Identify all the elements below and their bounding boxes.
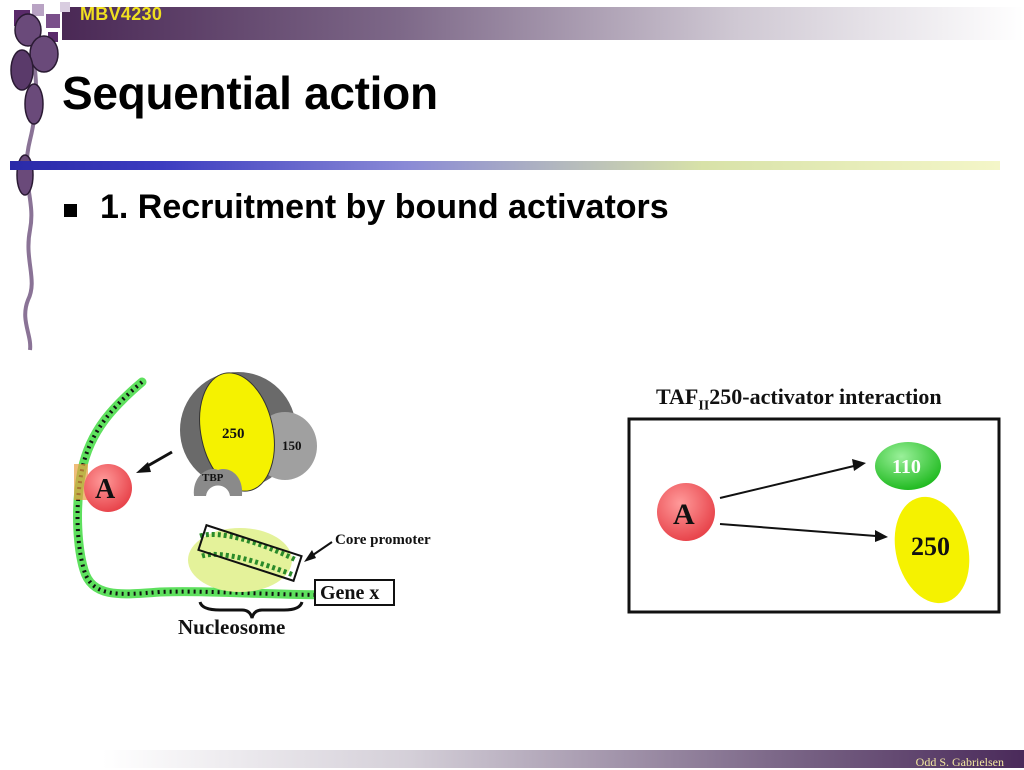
bullet-square-icon bbox=[64, 204, 77, 217]
activator-a-right bbox=[657, 483, 715, 541]
tbp-subunit bbox=[193, 469, 243, 496]
taf250-subunit bbox=[199, 372, 275, 492]
interaction-title-suffix: 250-activator interaction bbox=[709, 384, 942, 409]
interaction-diagram: A 110 250 bbox=[627, 417, 1001, 614]
slide-title: Sequential action bbox=[62, 67, 438, 119]
activator-a-left bbox=[84, 464, 132, 512]
gene-x-box bbox=[314, 579, 395, 606]
tbp-label: TBP bbox=[202, 472, 224, 484]
header-bar bbox=[62, 7, 1024, 40]
nucleosome-label: Nucleosome bbox=[178, 615, 285, 639]
core-promoter-label: Core promoter bbox=[335, 532, 431, 548]
decorative-bead-chain bbox=[10, 13, 59, 351]
nucleosome-brace bbox=[198, 601, 304, 619]
taf250-label-right: 250 bbox=[911, 532, 950, 561]
taf150-label: 150 bbox=[282, 438, 302, 453]
author-name: Odd S. Gabrielsen bbox=[915, 755, 1004, 769]
interaction-title-prefix: TAF bbox=[656, 384, 699, 409]
gene-x-label: Gene x bbox=[320, 582, 379, 604]
course-code: MBV4230 bbox=[80, 4, 163, 24]
interaction-title-subscript: II bbox=[698, 398, 710, 414]
activator-label-right: A bbox=[673, 498, 695, 531]
footer-bar bbox=[0, 750, 1024, 768]
title-rule bbox=[10, 161, 1000, 170]
taf110-label: 110 bbox=[892, 456, 921, 478]
activator-label-left: A bbox=[95, 474, 116, 505]
core-promoter-box bbox=[197, 523, 303, 583]
taf250-label: 250 bbox=[222, 426, 245, 442]
recruitment-diagram: 250 150 TBP A Core promoter Gene x Nucle… bbox=[73, 372, 431, 639]
taf110 bbox=[875, 442, 941, 490]
interaction-title: TAFII250-activator interaction bbox=[656, 384, 942, 414]
bullet-text: 1. Recruitment by bound activators bbox=[100, 188, 669, 226]
taf250-right bbox=[894, 496, 970, 604]
